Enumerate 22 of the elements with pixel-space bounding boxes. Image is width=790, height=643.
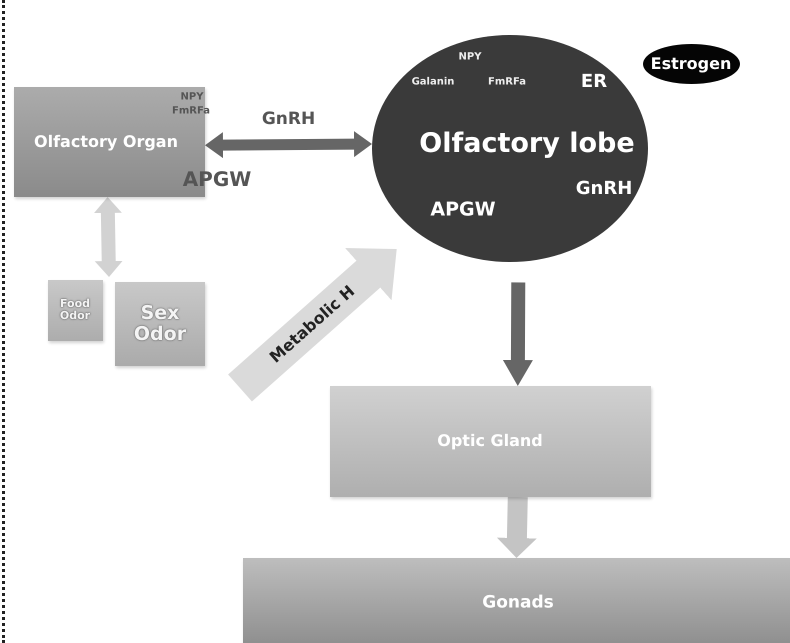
node-label: ER — [580, 72, 608, 92]
block-arrow — [502, 282, 533, 386]
node-label: NPY — [458, 52, 482, 62]
odor-box — [115, 282, 205, 366]
node-label: FmRFa — [488, 76, 526, 88]
node-label: NPY — [180, 92, 204, 102]
node-label: Food Odor — [58, 298, 92, 322]
node-label: APGW — [430, 200, 496, 220]
node-label: Estrogen — [650, 55, 732, 73]
odor-box — [48, 280, 103, 341]
node-label: Optic Gland — [437, 432, 543, 450]
block-arrow — [94, 196, 123, 278]
node-label: Galanin — [412, 76, 454, 88]
block-arrow — [496, 496, 537, 558]
gonads-box — [243, 558, 790, 643]
node-label: Olfactory Organ — [34, 133, 178, 151]
gland-box — [330, 386, 651, 497]
node-label: Sex Odor — [132, 303, 188, 345]
block-arrow — [204, 131, 372, 158]
node-label: Olfactory lobe — [419, 129, 635, 159]
node-label: Gonads — [482, 594, 554, 612]
node-label: GnRH — [576, 179, 632, 199]
